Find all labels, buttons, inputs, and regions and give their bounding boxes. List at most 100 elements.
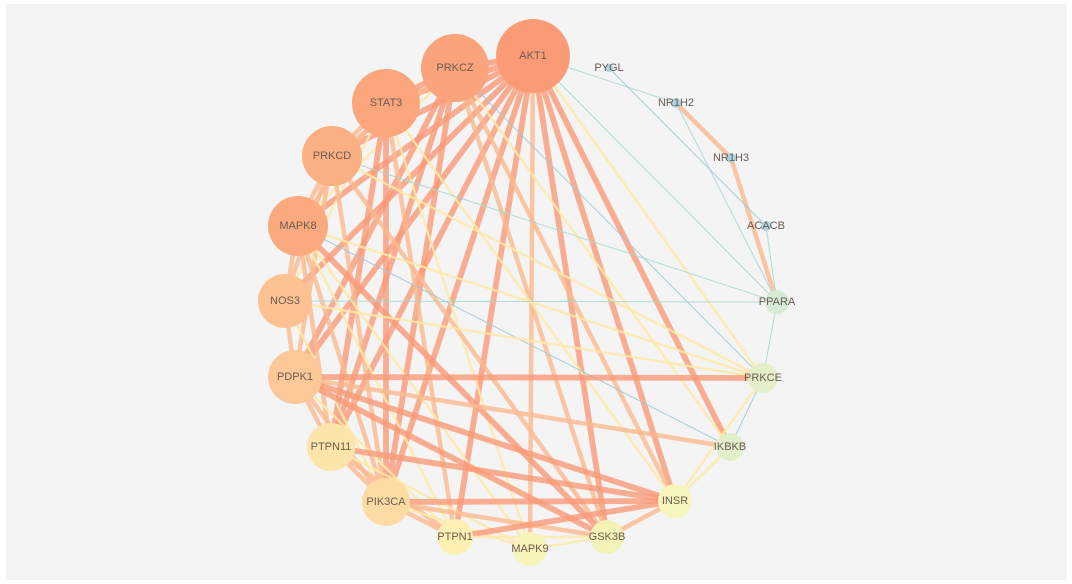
node-acacb[interactable]: ACACB bbox=[747, 220, 785, 232]
node-label: ACACB bbox=[747, 220, 785, 232]
node-label: IKBKB bbox=[714, 441, 746, 453]
edge-akt1-insr bbox=[530, 55, 678, 502]
node-circle[interactable] bbox=[748, 363, 778, 393]
edge-ptpn1-insr bbox=[454, 498, 676, 540]
node-circle[interactable] bbox=[605, 64, 613, 72]
node-circle[interactable] bbox=[302, 126, 362, 186]
node-circle[interactable] bbox=[258, 274, 312, 328]
node-label: NR1H2 bbox=[658, 97, 694, 109]
edge-layer bbox=[282, 53, 780, 551]
edge-akt1-nos3 bbox=[282, 53, 536, 304]
edge-akt1-prkce bbox=[532, 55, 764, 379]
node-circle[interactable] bbox=[268, 196, 328, 256]
node-circle[interactable] bbox=[716, 433, 744, 461]
node-mapk9[interactable]: MAPK9 bbox=[511, 532, 549, 566]
edge-stat3-nos3 bbox=[283, 102, 388, 302]
node-circle[interactable] bbox=[362, 478, 410, 526]
node-prkcd[interactable]: PRKCD bbox=[302, 126, 362, 186]
edge-pdpk1-prkce bbox=[294, 374, 764, 381]
edge-akt1-ptpn1 bbox=[452, 55, 536, 538]
node-insr[interactable]: INSR bbox=[658, 484, 692, 518]
node-label: PRKCE bbox=[744, 372, 782, 384]
edge-nos3-ppara bbox=[284, 300, 778, 303]
edge-prkcd-ppara bbox=[331, 155, 778, 303]
edge-acacb-ppara bbox=[765, 225, 778, 303]
node-ikbkb[interactable]: IKBKB bbox=[714, 433, 746, 461]
node-circle[interactable] bbox=[590, 520, 624, 554]
edge-nr1h2-ppara bbox=[675, 102, 778, 303]
node-label: GSK3B bbox=[589, 531, 626, 543]
node-label: INSR bbox=[662, 495, 688, 507]
node-circle[interactable] bbox=[307, 423, 355, 471]
node-circle[interactable] bbox=[658, 484, 692, 518]
edge-prkcd-pdpk1 bbox=[292, 155, 335, 378]
edge-pygl-acacb bbox=[608, 67, 767, 227]
edge-ptpn11-insr bbox=[330, 444, 676, 504]
edge-pik3ca-gsk3b bbox=[385, 499, 608, 540]
node-nr1h3[interactable]: NR1H3 bbox=[713, 152, 749, 164]
edge-mapk8-mapk9 bbox=[297, 225, 531, 550]
node-label: PRKCZ bbox=[436, 62, 474, 74]
node-label: NOS3 bbox=[270, 295, 300, 307]
edge-nr1h2-nr1h3 bbox=[674, 101, 733, 160]
edge-prkcd-gsk3b bbox=[330, 154, 609, 539]
node-ptpn11[interactable]: PTPN11 bbox=[307, 423, 355, 471]
edge-prkcz-pdpk1 bbox=[292, 66, 458, 379]
edge-mapk8-prkce bbox=[297, 224, 764, 380]
node-circle[interactable] bbox=[437, 519, 473, 555]
node-circle[interactable] bbox=[421, 34, 489, 102]
node-label: NR1H3 bbox=[713, 152, 749, 164]
edge-pdpk1-gsk3b bbox=[293, 374, 609, 540]
node-label: MAPK9 bbox=[511, 543, 548, 555]
edge-mapk8-ikbkb bbox=[297, 225, 731, 448]
node-label: AKT1 bbox=[519, 50, 547, 62]
node-label: PIK3CA bbox=[366, 496, 406, 508]
node-label: PTPN1 bbox=[437, 531, 472, 543]
node-stat3[interactable]: STAT3 bbox=[352, 69, 420, 137]
node-mapk8[interactable]: MAPK8 bbox=[268, 196, 328, 256]
node-nr1h2[interactable]: NR1H2 bbox=[658, 97, 694, 109]
node-label: PYGL bbox=[594, 62, 623, 74]
node-circle[interactable] bbox=[671, 98, 681, 108]
edge-nos3-pik3ca bbox=[283, 300, 388, 503]
edge-prkcz-insr bbox=[452, 66, 678, 503]
edge-prkcd-prkce bbox=[331, 154, 764, 380]
node-gsk3b[interactable]: GSK3B bbox=[589, 520, 626, 554]
node-pygl[interactable]: PYGL bbox=[594, 62, 623, 74]
edge-akt1-ppara bbox=[532, 55, 778, 303]
node-circle[interactable] bbox=[513, 532, 547, 566]
edge-mapk8-ptpn1 bbox=[296, 225, 457, 538]
node-label: PDPK1 bbox=[277, 371, 313, 383]
node-circle[interactable] bbox=[765, 290, 789, 314]
node-pdpk1[interactable]: PDPK1 bbox=[268, 350, 322, 404]
node-label: MAPK8 bbox=[279, 220, 316, 232]
node-circle[interactable] bbox=[496, 19, 570, 93]
node-label: STAT3 bbox=[370, 97, 403, 109]
node-circle[interactable] bbox=[268, 350, 322, 404]
edge-akt1-ptpn11 bbox=[328, 54, 536, 449]
node-circle[interactable] bbox=[726, 153, 736, 163]
node-layer: AKT1PRKCZSTAT3PRKCDMAPK8NOS3PDPK1PTPN11P… bbox=[258, 19, 796, 566]
node-nos3[interactable]: NOS3 bbox=[258, 274, 312, 328]
edge-prkcz-ikbkb bbox=[454, 67, 731, 448]
edge-akt1-ikbkb bbox=[530, 54, 733, 449]
edge-pik3ca-insr bbox=[385, 498, 676, 505]
node-ppara[interactable]: PPARA bbox=[759, 290, 796, 314]
edge-prkcd-pik3ca bbox=[329, 155, 389, 503]
node-circle[interactable] bbox=[352, 69, 420, 137]
ppi-network-graph: AKT1PRKCZSTAT3PRKCDMAPK8NOS3PDPK1PTPN11P… bbox=[258, 19, 796, 566]
edge-prkcz-prkce bbox=[454, 67, 764, 379]
node-label: PPARA bbox=[759, 296, 796, 308]
node-prkce[interactable]: PRKCE bbox=[744, 363, 782, 393]
edge-akt1-pdpk1 bbox=[292, 54, 536, 379]
node-label: PTPN11 bbox=[311, 441, 352, 453]
node-pik3ca[interactable]: PIK3CA bbox=[362, 478, 410, 526]
edge-pdpk1-ikbkb bbox=[294, 374, 731, 450]
node-prkcz[interactable]: PRKCZ bbox=[421, 34, 489, 102]
node-ptpn1[interactable]: PTPN1 bbox=[437, 519, 473, 555]
edge-nos3-prkce bbox=[284, 299, 764, 380]
node-akt1[interactable]: AKT1 bbox=[496, 19, 570, 93]
node-circle[interactable] bbox=[761, 221, 771, 231]
edge-nr1h3-ppara bbox=[728, 157, 780, 303]
